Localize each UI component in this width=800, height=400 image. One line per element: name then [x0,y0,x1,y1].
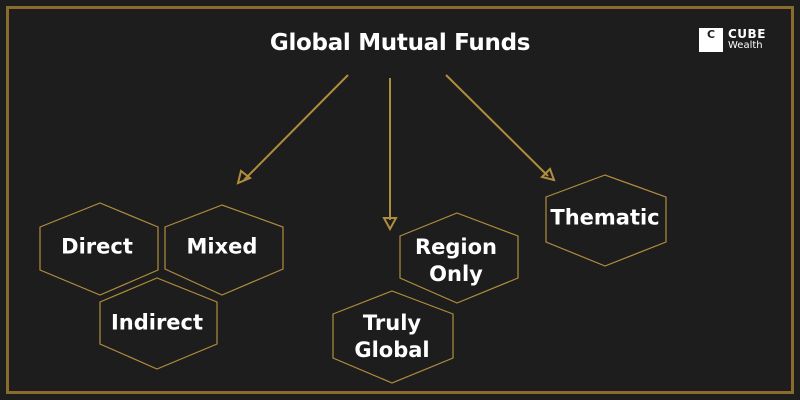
node-label-direct: Direct [61,234,133,259]
hex-mixed [164,204,284,296]
hex-indirect [99,277,218,370]
hex-region-only [399,212,519,304]
arrow-to-thematic [445,74,556,182]
logo-cube-text: CUBE [728,27,766,41]
arrow-to-region-only [382,78,398,232]
diagram-title: Global Mutual Funds [269,30,531,56]
hex-thematic [545,174,667,267]
node-label-region-only: Region Only [414,235,498,286]
node-label-truly-global: Truly Global [354,311,430,362]
node-label-thematic: Thematic [550,205,660,230]
hex-truly-global [332,290,454,384]
logo-wealth-text: Wealth [728,40,763,51]
node-label-indirect: Indirect [110,310,204,335]
cube-wealth-logo: C CUBE Wealth [699,26,766,54]
logo-text: CUBE Wealth [728,28,766,52]
logo-box: C [699,28,723,52]
arrow-to-mixed [236,74,349,185]
node-label-mixed: Mixed [186,234,258,259]
outer-frame [6,6,794,394]
hex-direct [39,202,159,296]
